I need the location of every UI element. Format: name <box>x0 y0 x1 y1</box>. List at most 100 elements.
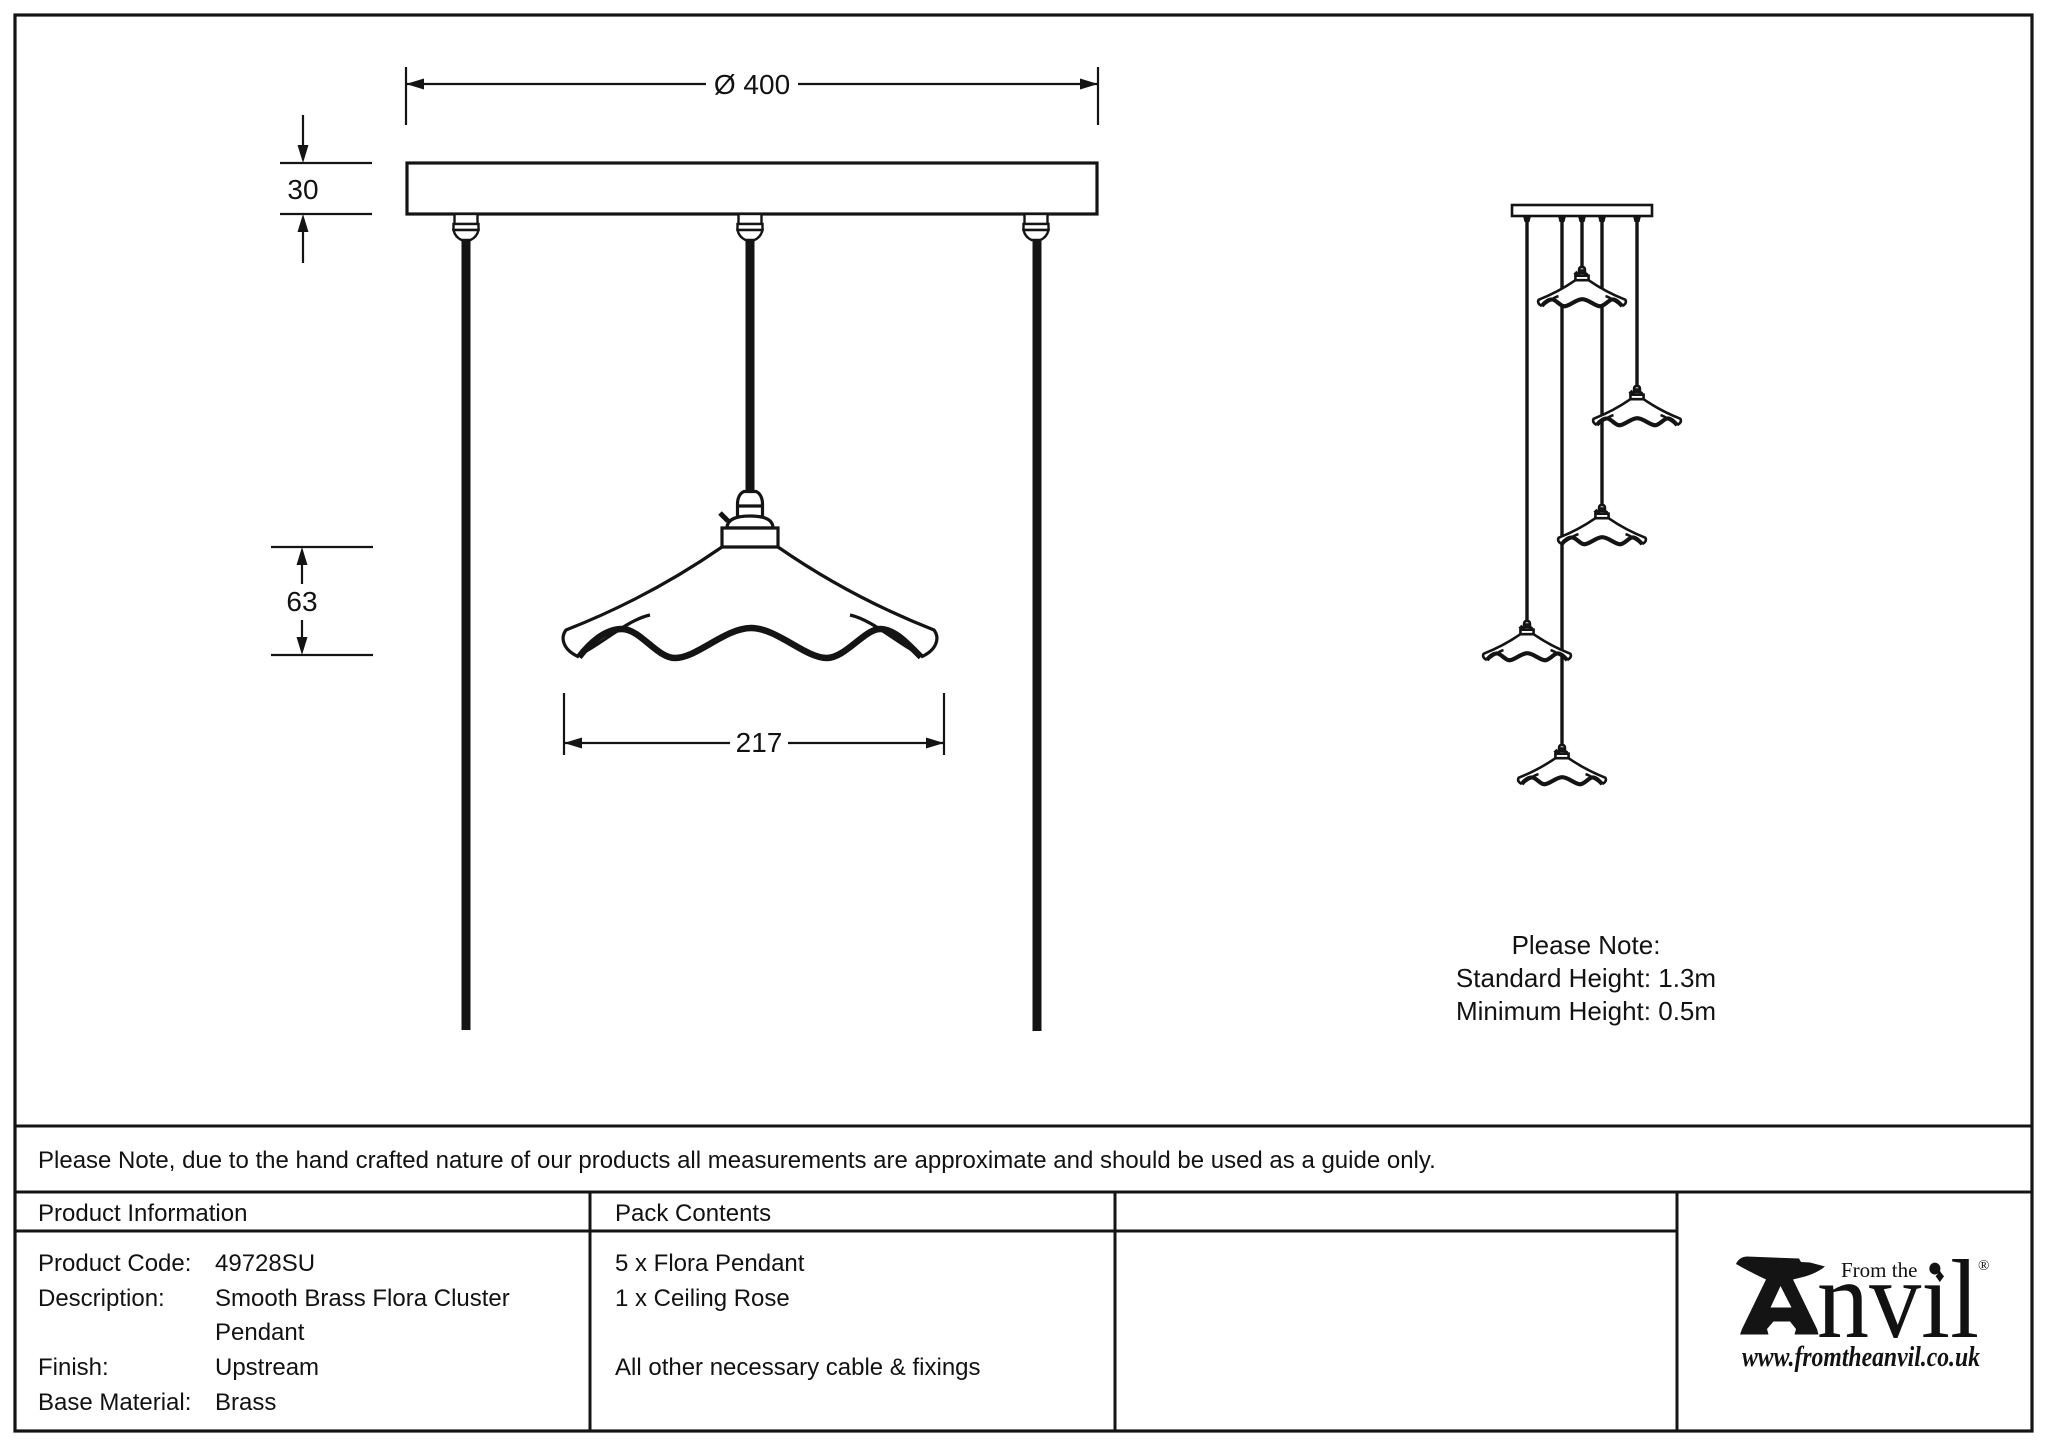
note-line-1: Please Note: <box>1512 930 1661 960</box>
footer-table: Please Note, due to the hand crafted nat… <box>38 1147 1436 1416</box>
shade-wavy-rim <box>1597 418 1677 425</box>
arrow-up-icon <box>297 214 309 232</box>
ceiling-plate <box>405 161 1099 216</box>
sheet-frame <box>13 13 2034 1433</box>
dim-label-shade-height: 63 <box>286 586 317 617</box>
cord-grip <box>1022 212 1050 242</box>
pendant-cord-grip <box>738 492 763 518</box>
arrow-up-icon <box>296 547 308 565</box>
pendant-cables <box>461 238 1042 1031</box>
dim-label-shade-diameter: 217 <box>736 727 783 758</box>
row-label: Description: <box>38 1285 165 1312</box>
flora-pendant <box>563 492 937 659</box>
row-value: Upstream <box>215 1354 319 1381</box>
shade-body <box>563 547 937 658</box>
dimension-plate-thickness: 30 <box>280 115 372 263</box>
cluster-cord-grip <box>1523 216 1531 222</box>
shade-wavy-rim <box>579 628 921 658</box>
shade-edge-right <box>1589 280 1626 306</box>
cluster-pendants <box>1483 267 1681 784</box>
shade-edge-left <box>563 547 722 657</box>
cluster-cord-grip <box>1558 216 1566 222</box>
diamond-icon: ♦ <box>1935 1266 1945 1287</box>
holder-dome <box>727 516 773 528</box>
flora-pendant <box>1558 505 1646 544</box>
shade-wavy-rim <box>1562 537 1642 544</box>
pack-item: All other necessary cable & fixings <box>615 1354 981 1381</box>
registered-mark: ® <box>1978 1258 1989 1274</box>
shade-edge-left <box>1518 758 1555 784</box>
shade-wavy-rim <box>1542 299 1622 306</box>
height-note: Please Note: Standard Height: 1.3m Minim… <box>1456 930 1716 1026</box>
cord-grip <box>452 212 480 242</box>
cluster-cables <box>1525 216 1639 749</box>
shade-edge-right <box>778 547 937 657</box>
flora-pendant <box>1593 386 1681 425</box>
flora-pendant <box>1483 621 1571 660</box>
row-value: Pendant <box>215 1319 305 1346</box>
outer-border <box>13 13 2034 1433</box>
shade-edge-left <box>1538 280 1575 306</box>
flora-pendant <box>1538 267 1626 306</box>
arrow-right-icon <box>1080 78 1098 90</box>
row-label: Product Code: <box>38 1250 191 1277</box>
note-line-2: Standard Height: 1.3m <box>1456 963 1716 993</box>
holder-body <box>1595 514 1608 518</box>
row-label: Base Material: <box>38 1389 191 1416</box>
arrow-down-icon <box>296 637 308 655</box>
cord-grips <box>452 212 1050 242</box>
cluster-ceiling-plate <box>1510 203 1654 218</box>
shade-wavy-rim <box>1522 777 1602 784</box>
cluster-cord-grip <box>1578 216 1586 222</box>
pack-contents-items: 5 x Flora Pendant 1 x Ceiling Rose All o… <box>615 1250 981 1381</box>
arrow-left-icon <box>406 78 424 90</box>
flora-pendant <box>1518 745 1606 784</box>
shade-wavy-rim <box>1487 653 1567 660</box>
product-info-header: Product Information <box>38 1200 247 1227</box>
brand-from-the: From the <box>1841 1258 1917 1282</box>
brand-website: www.fromtheanvil.co.uk <box>1742 1342 1980 1373</box>
shade-body <box>1538 280 1626 307</box>
holder-body <box>722 528 778 547</box>
shade-edge-right <box>1644 399 1681 425</box>
shade-edge-left <box>1558 518 1595 544</box>
pack-contents-header: Pack Contents <box>615 1200 771 1227</box>
shade-body <box>1558 518 1646 545</box>
row-value: Smooth Brass Flora Cluster <box>215 1285 510 1312</box>
row-label: Finish: <box>38 1354 109 1381</box>
switch-toggle <box>720 513 728 521</box>
brand-name-rest: nvil <box>1817 1238 1979 1362</box>
dim-label-plate-thickness: 30 <box>287 174 318 205</box>
shade-edge-right <box>1534 634 1571 660</box>
shade-edge-left <box>1593 399 1630 425</box>
flora-pendant-main <box>563 492 937 659</box>
shade-body <box>1483 634 1571 661</box>
front-view: Ø 400 30 63 <box>271 67 1100 1031</box>
cluster-cord-grip <box>1633 216 1641 222</box>
holder-body <box>1575 276 1588 280</box>
holder-body <box>1630 395 1643 399</box>
row-value: 49728SU <box>215 1250 315 1277</box>
row-value: Brass <box>215 1389 276 1416</box>
anvil-icon <box>1736 1256 1825 1335</box>
note-line-3: Minimum Height: 0.5m <box>1456 996 1716 1026</box>
shade-body <box>1593 399 1681 426</box>
dimension-plate-diameter: Ø 400 <box>404 67 1100 125</box>
dimension-shade-diameter: 217 <box>562 693 946 758</box>
arrow-left-icon <box>564 737 582 749</box>
arrow-right-icon <box>926 737 944 749</box>
arrow-down-icon <box>297 145 309 163</box>
cluster-view: Please Note: Standard Height: 1.3m Minim… <box>1456 203 1716 1026</box>
shade-edge-left <box>1483 634 1520 660</box>
product-info-rows: Product Code: 49728SU Description: Smoot… <box>38 1250 510 1416</box>
shade-edge-right <box>1569 758 1606 784</box>
dimension-shade-height: 63 <box>271 545 373 657</box>
cluster-cord-grip <box>1598 216 1606 222</box>
cluster-cord-grips <box>1523 216 1641 222</box>
holder-body <box>1520 630 1533 634</box>
shade-body <box>1518 758 1606 785</box>
shade-edge-right <box>1609 518 1646 544</box>
disclaimer-text: Please Note, due to the hand crafted nat… <box>38 1147 1436 1174</box>
